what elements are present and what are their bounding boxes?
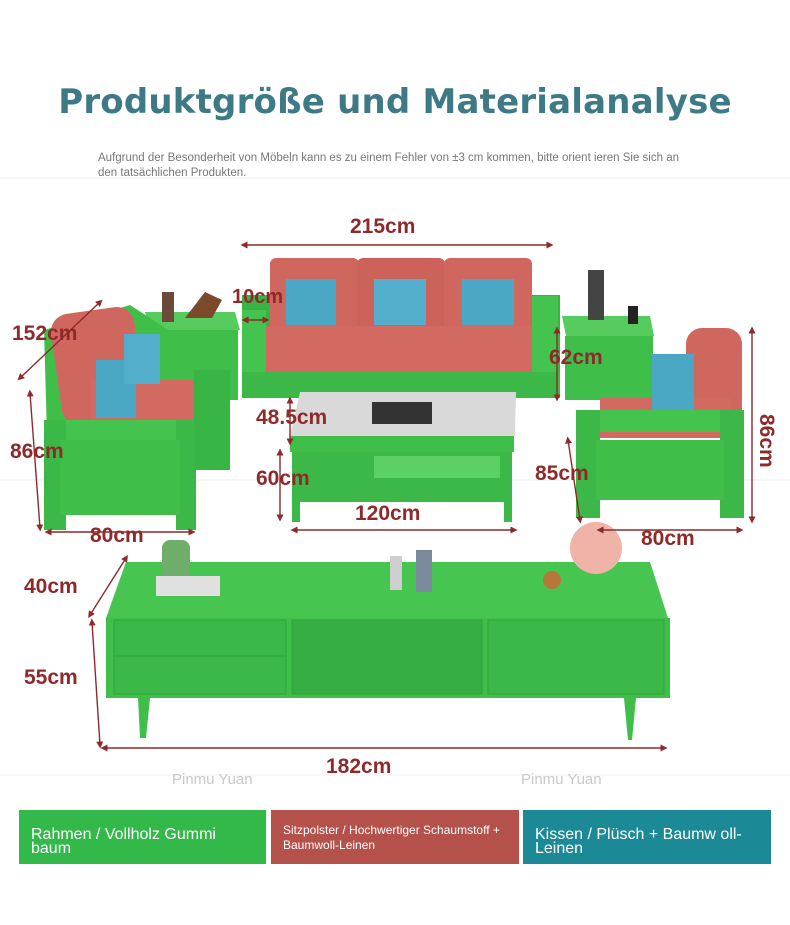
dim-armchair-depth: 85cm: [535, 462, 589, 485]
dim-sofa1-height: 86cm: [10, 440, 64, 463]
watermark-right: Pinmu Yuan: [521, 771, 602, 788]
dim-armchair-width: 80cm: [641, 527, 695, 550]
pillow-icon: [286, 279, 336, 325]
dim-tv-depth: 40cm: [24, 575, 78, 598]
dim-sofa3-width: 215cm: [350, 215, 416, 238]
dim-tv-width: 182cm: [326, 755, 392, 778]
dim-coffee-table-width: 120cm: [355, 502, 421, 525]
dimension-lines: [17, 241, 756, 752]
legend-pillow-material: Kissen / Plüsch + Baumw oll-Leinen: [523, 810, 771, 864]
page-title: Produktgröße und Materialanalyse: [58, 82, 732, 122]
coffee-table: [290, 392, 516, 522]
watermark-left: Pinmu Yuan: [172, 771, 253, 788]
legend-frame-material: Rahmen / Vollholz Gummi baum: [19, 810, 266, 864]
three-seat-sofa: [242, 258, 560, 398]
tv-cabinet: [106, 522, 670, 740]
dim-armrest: 10cm: [232, 286, 284, 308]
dim-coffee-table-depth: 48.5cm: [256, 406, 328, 429]
dim-tv-height: 55cm: [24, 666, 78, 689]
right-side-table: [562, 270, 654, 400]
dim-armchair-height: 86cm: [755, 414, 778, 468]
dim-sofa1-depth: 152cm: [12, 322, 78, 345]
right-armchair: [576, 328, 744, 518]
dim-coffee-table-height: 60cm: [256, 467, 310, 490]
disclaimer-text: Aufgrund der Besonderheit von Möbeln kan…: [98, 152, 679, 179]
dim-sofa1-width: 80cm: [90, 524, 144, 547]
legend-cushion-material: Sitzpolster / Hochwertiger Schaumstoff +…: [271, 810, 519, 864]
dim-side-table-height: 62cm: [549, 346, 603, 369]
